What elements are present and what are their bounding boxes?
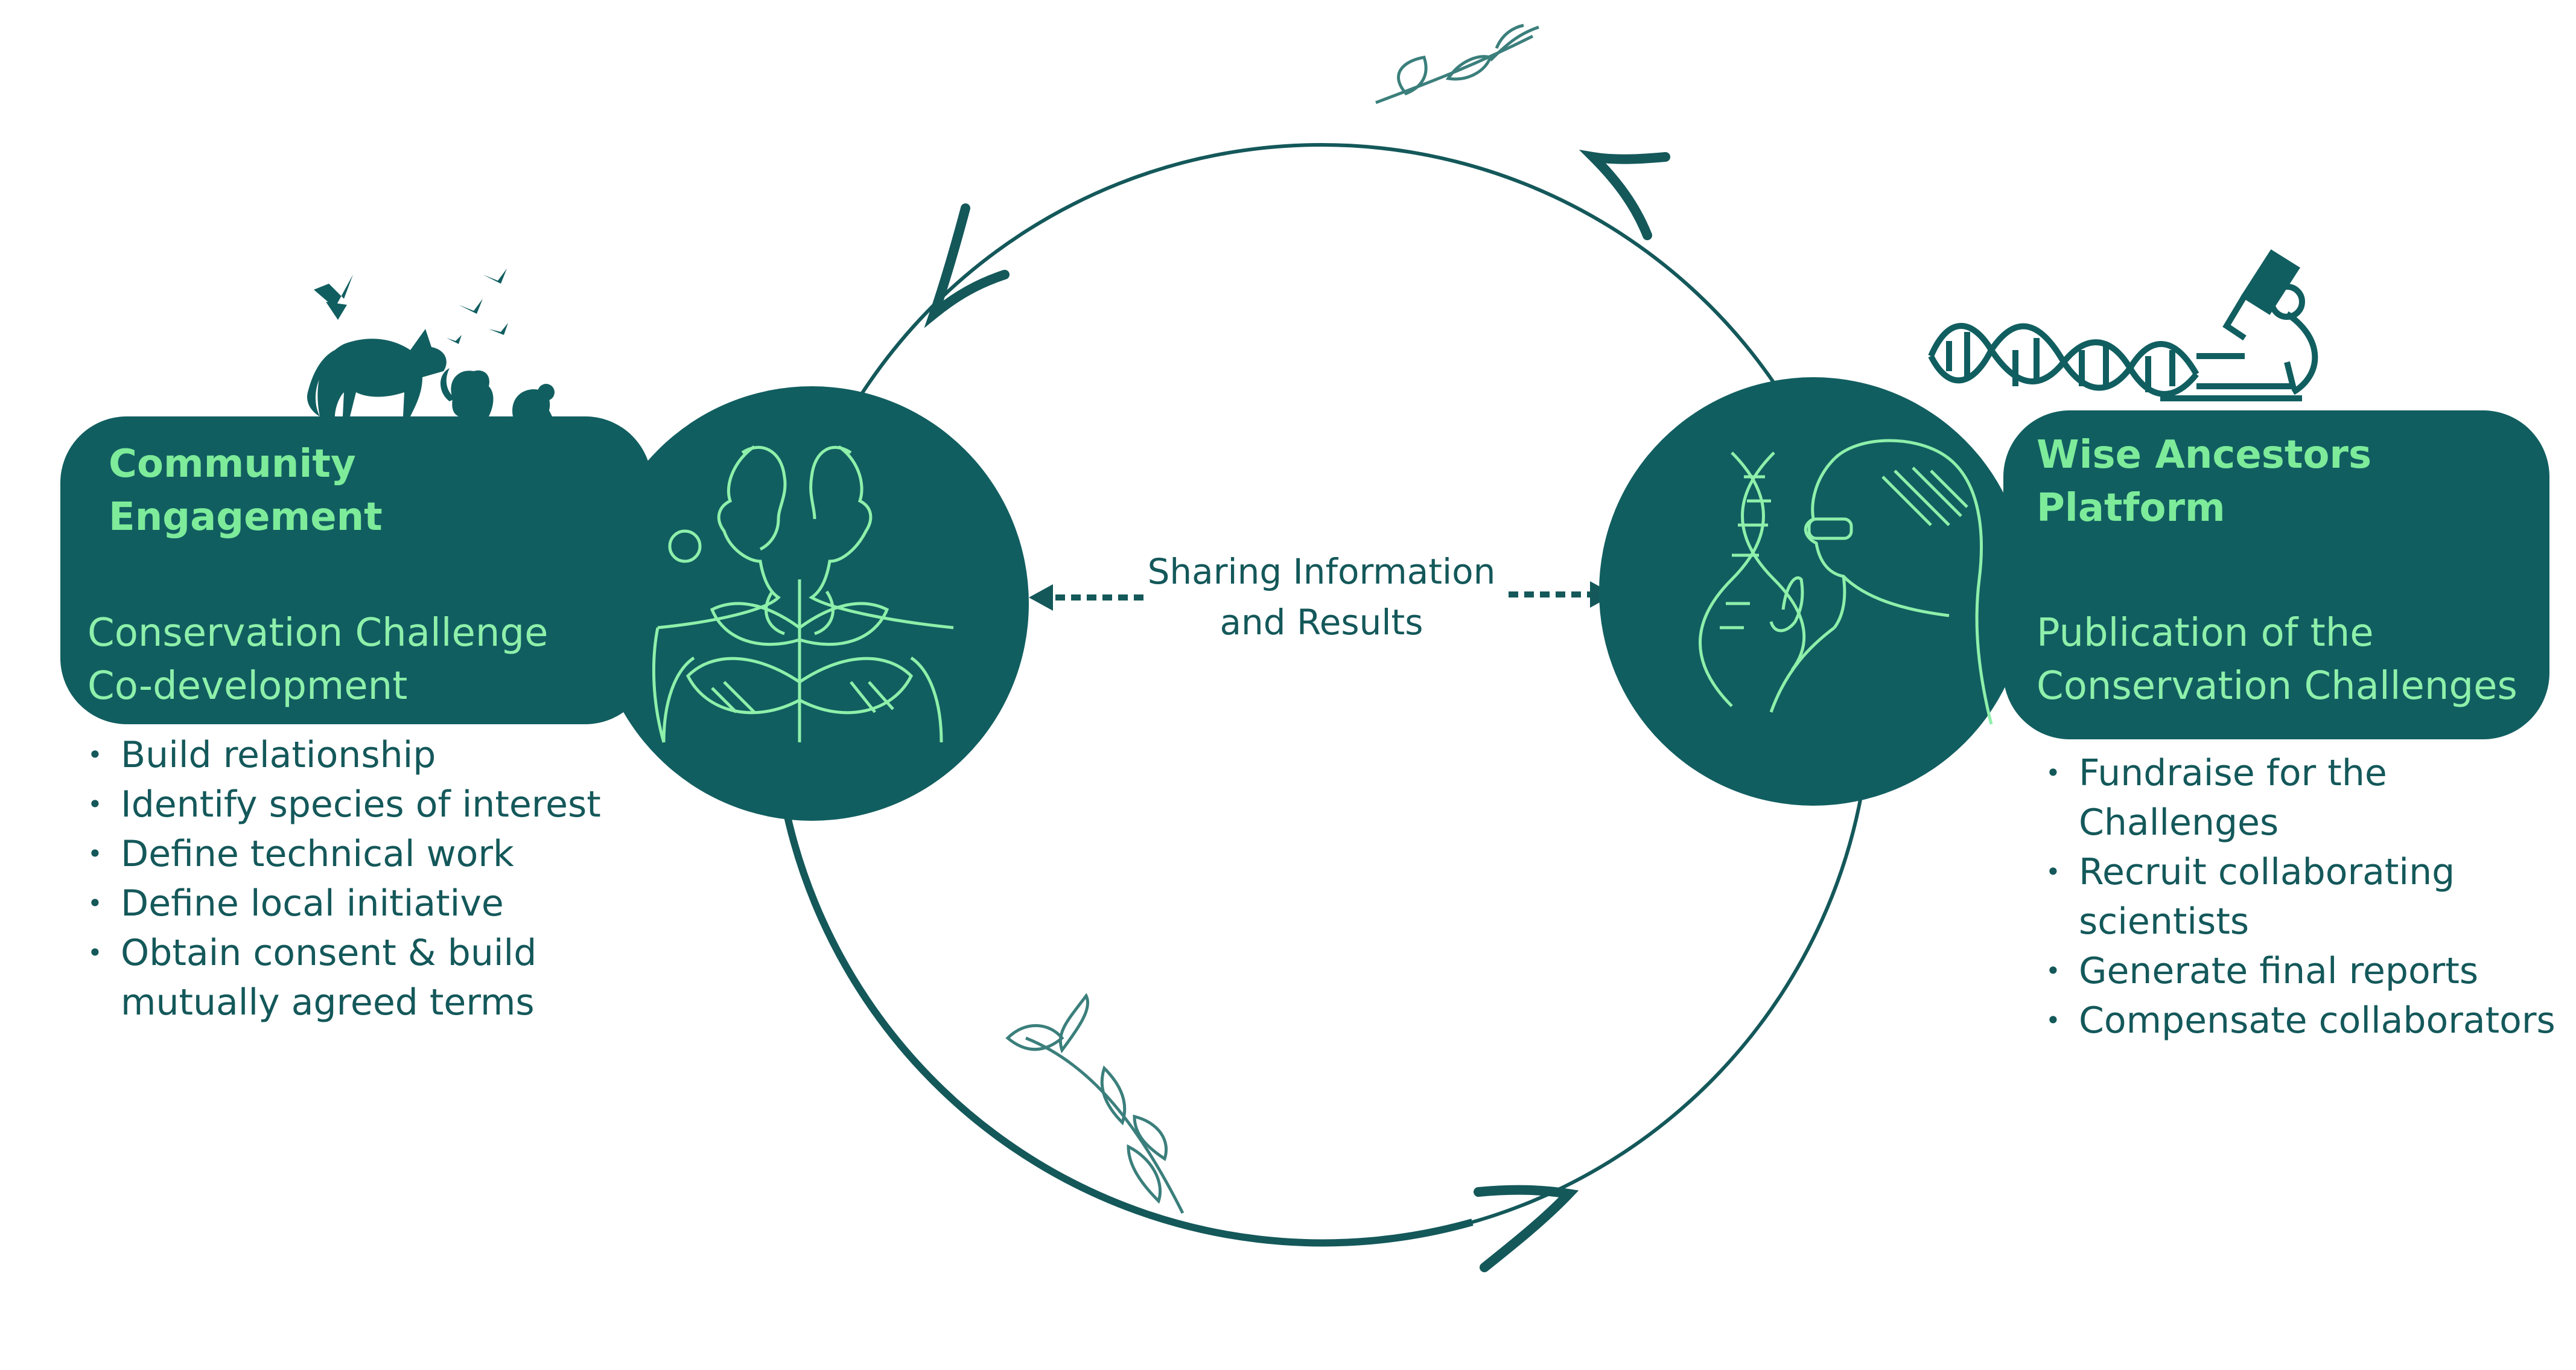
arrowhead-bottom [1474, 1185, 1579, 1272]
leaf-branch-icon [1375, 24, 1539, 104]
leaf-branch-icon [1005, 993, 1185, 1214]
list-item: Compensate collaborators [2046, 996, 2571, 1045]
community-engagement-title: Community Engagement [109, 442, 383, 540]
list-item: Define technical work [87, 829, 667, 879]
arrowhead-top-left [924, 203, 1010, 328]
scientist-dna-icon [1699, 439, 1993, 725]
cycle-ring-bottom-accent [781, 801, 1474, 1247]
community-engagement-panel [60, 416, 652, 724]
arrowhead-top-right [1579, 150, 1670, 240]
left-node-circle [594, 386, 1029, 821]
wildlife-silhouette-icon [307, 269, 555, 416]
right-node-circle [1599, 377, 2027, 806]
community-engagement-list: Build relationship Identify species of i… [87, 730, 667, 1027]
community-engagement-subtitle: Conservation Challenge Co-development [87, 611, 549, 709]
list-item: Identify species of interest [87, 780, 667, 829]
sharing-arrow-left [1029, 584, 1143, 611]
wise-ancestors-title: Wise Ancestors Platform [2037, 433, 2372, 530]
two-faces-plant-icon [652, 445, 954, 743]
wise-ancestors-subtitle: Publication of the Conservation Challeng… [2037, 611, 2517, 709]
wise-ancestors-panel [2003, 410, 2549, 739]
list-item: Build relationship [87, 730, 667, 780]
list-item: Fundraise for the Challenges [2046, 748, 2571, 847]
dna-microscope-icon [1928, 249, 2318, 401]
list-item: Generate final reports [2046, 946, 2571, 996]
wise-ancestors-list: Fundraise for the Challenges Recruit col… [2046, 748, 2571, 1045]
sharing-label: Sharing Information and Results [1147, 551, 1496, 643]
list-item: Define local initiative [87, 879, 667, 928]
sharing-arrow-right [1509, 581, 1614, 608]
list-item: Obtain consent & build mutually agreed t… [87, 928, 667, 1027]
list-item: Recruit collaborating scientists [2046, 847, 2571, 946]
